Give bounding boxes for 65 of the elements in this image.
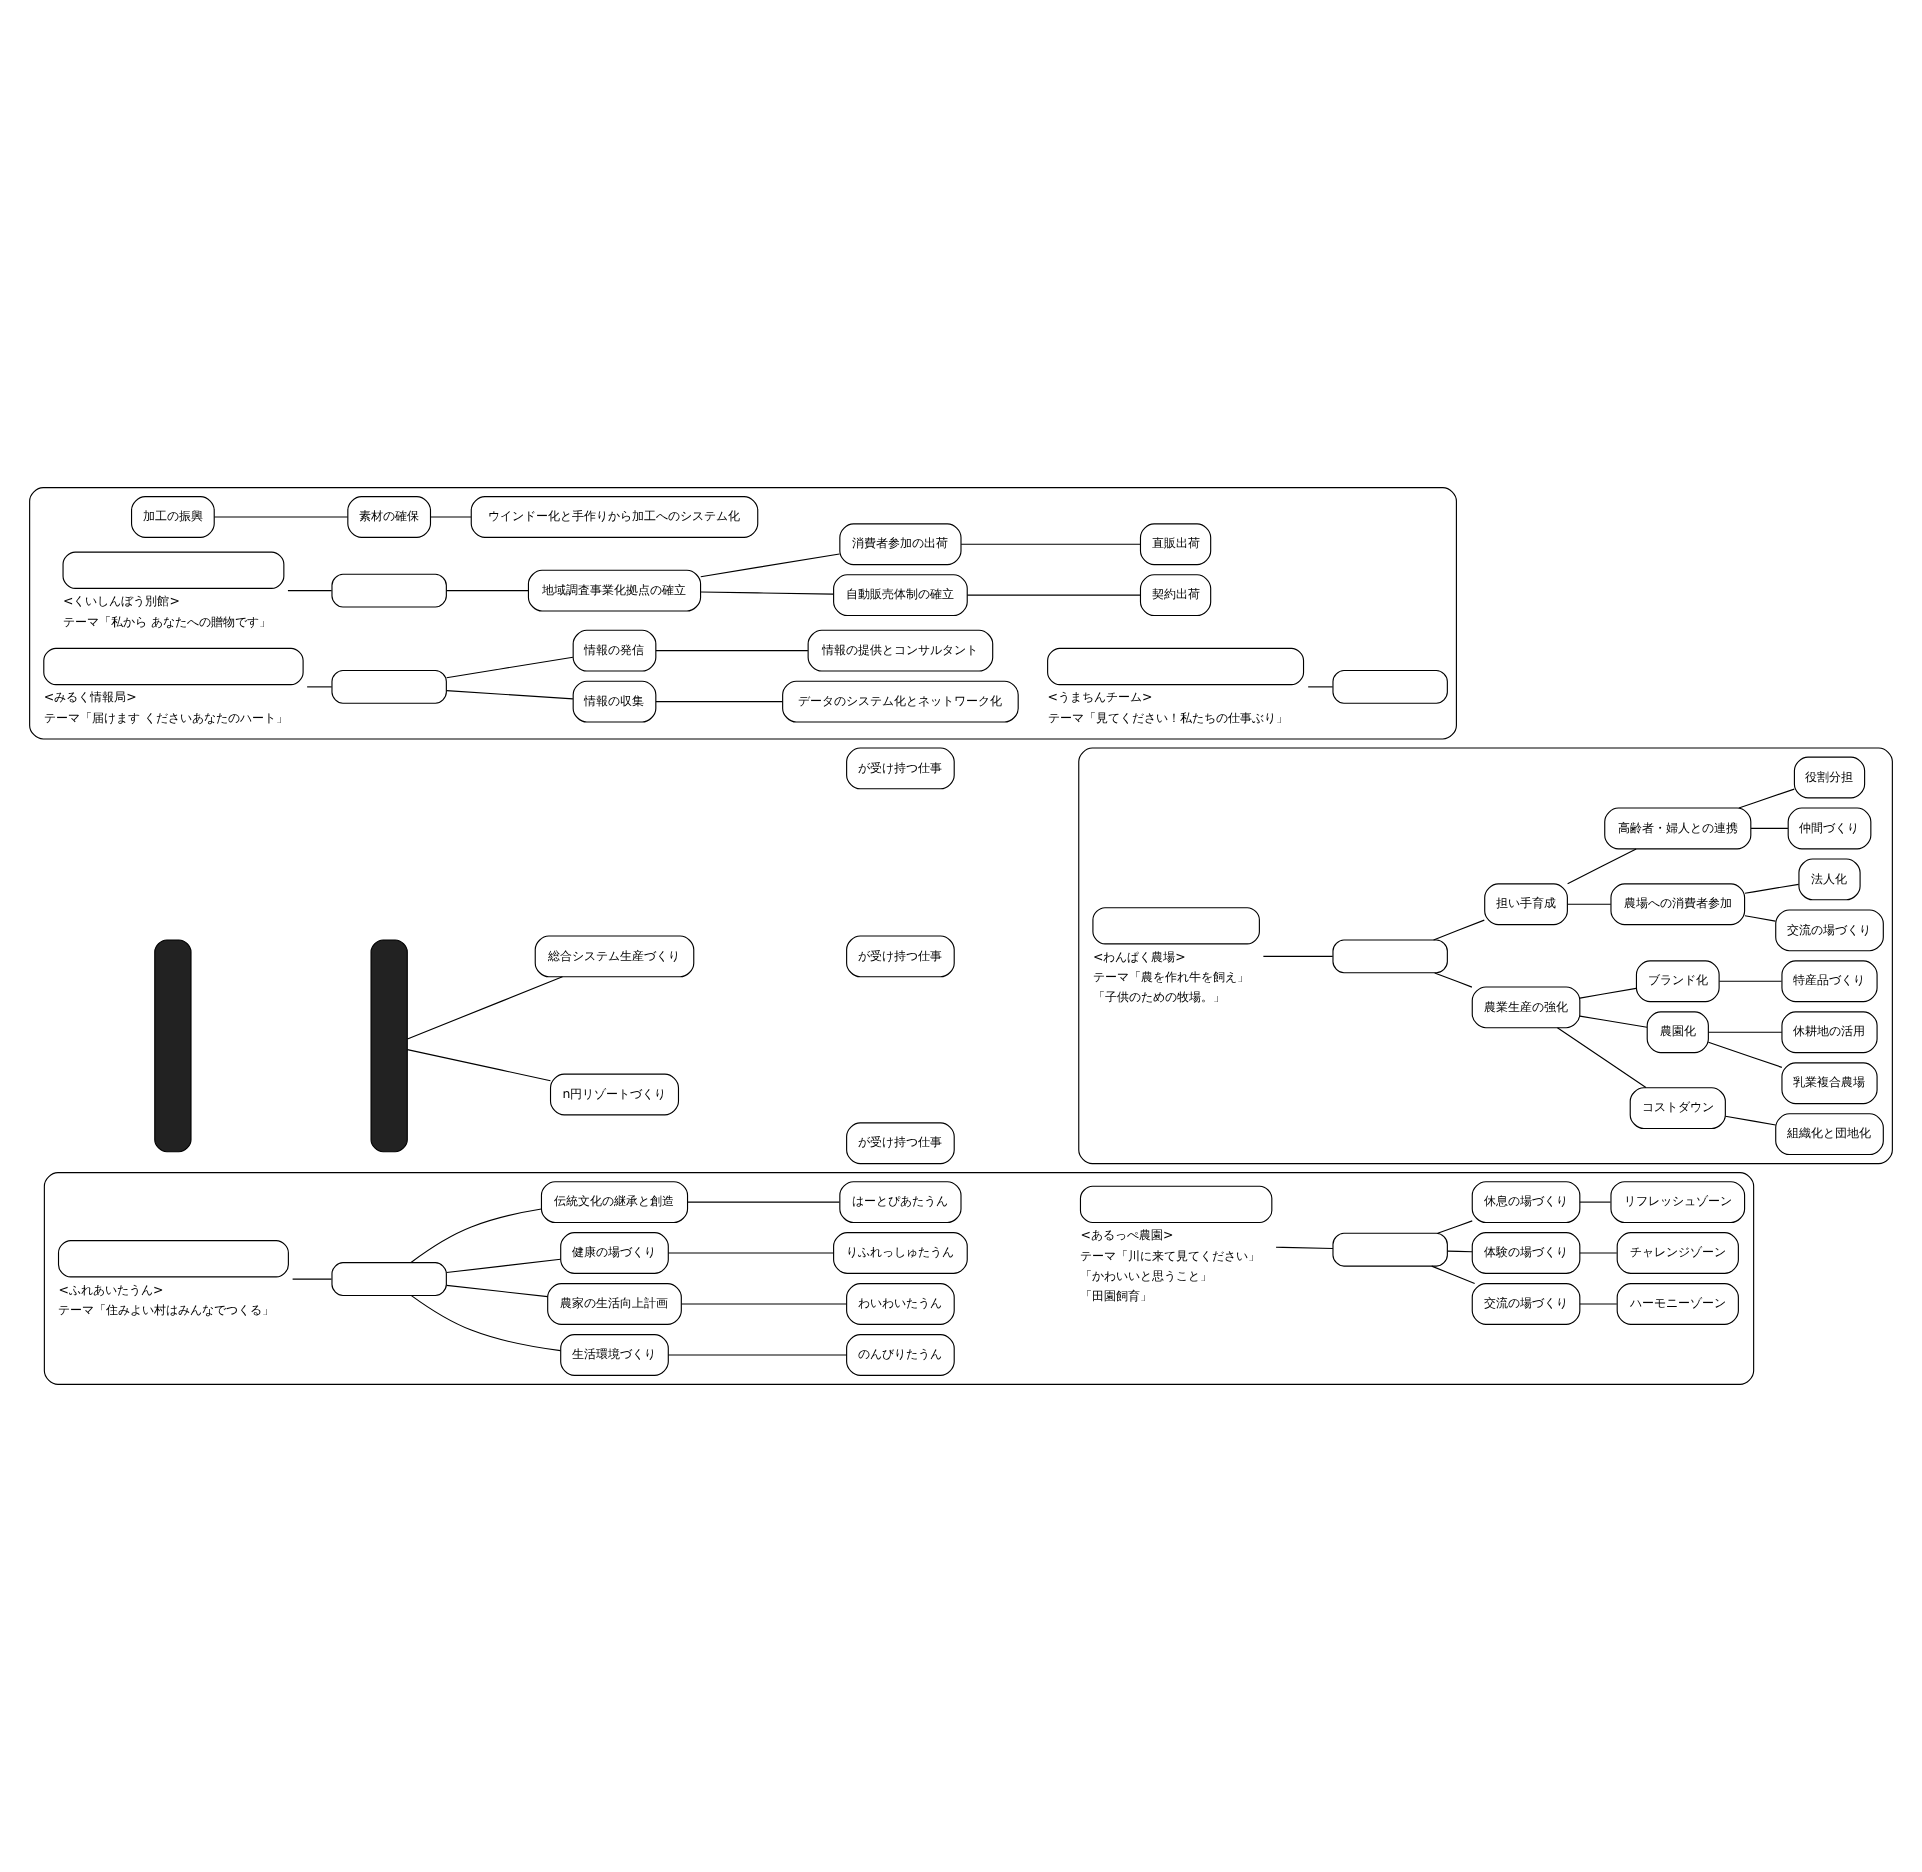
node-box: [370, 939, 408, 1153]
connector: [1707, 1041, 1783, 1068]
connector: [1307, 686, 1334, 688]
connector: [1579, 1252, 1618, 1254]
connector: [213, 516, 349, 518]
connector: [410, 1208, 542, 1264]
node-box: [1047, 647, 1305, 686]
connector: [292, 1278, 333, 1280]
cluster: [29, 487, 1457, 740]
connector: [667, 1252, 834, 1254]
node-box: [57, 1240, 289, 1278]
connector: [1579, 1015, 1648, 1028]
connector: [1718, 980, 1783, 982]
connector: [700, 553, 840, 578]
node-box: [331, 1262, 447, 1297]
connector: [446, 590, 529, 592]
connector: [1567, 903, 1612, 905]
connector: [1579, 1303, 1618, 1305]
connector: [1744, 915, 1776, 922]
node-box: [331, 573, 447, 608]
connector: [1567, 848, 1637, 885]
connector: [406, 976, 563, 1040]
connector: [1579, 1201, 1612, 1203]
connector: [655, 701, 784, 703]
node-box: [62, 551, 285, 589]
connector: [1579, 987, 1637, 999]
connector: [1433, 919, 1485, 941]
connector: [680, 1303, 847, 1305]
connector: [1744, 883, 1800, 894]
connector: [960, 543, 1141, 545]
connector: [446, 656, 574, 679]
connector: [1738, 788, 1795, 809]
connector: [1275, 1246, 1334, 1250]
cluster: [1078, 747, 1893, 1165]
node-box: [1332, 939, 1448, 974]
connector: [287, 590, 333, 592]
connector: [1707, 1031, 1783, 1033]
connector: [1447, 1250, 1473, 1253]
connector: [655, 650, 809, 652]
node-box: [1092, 907, 1260, 945]
node-box: [43, 647, 304, 686]
connector: [966, 594, 1141, 596]
connector: [306, 686, 333, 688]
connector: [410, 1295, 561, 1352]
connector: [1750, 827, 1789, 829]
connector: [1431, 1265, 1476, 1285]
connector: [406, 1049, 551, 1082]
node-box: [154, 939, 192, 1153]
connector: [446, 1284, 549, 1298]
node-box: [1079, 1185, 1273, 1224]
connector: [446, 690, 574, 700]
cluster: [43, 1172, 1755, 1385]
connector: [1262, 955, 1334, 957]
connector: [687, 1201, 840, 1203]
node-box: [1332, 1232, 1448, 1267]
connector: [430, 516, 472, 518]
connector: [1434, 972, 1473, 988]
connector: [1556, 1027, 1647, 1088]
connector: [667, 1354, 847, 1356]
connector: [446, 1258, 562, 1274]
connector: [700, 591, 834, 595]
node-box: [331, 669, 447, 704]
connector: [1437, 1220, 1473, 1234]
node-box: [1332, 669, 1448, 704]
connector: [1724, 1115, 1777, 1126]
